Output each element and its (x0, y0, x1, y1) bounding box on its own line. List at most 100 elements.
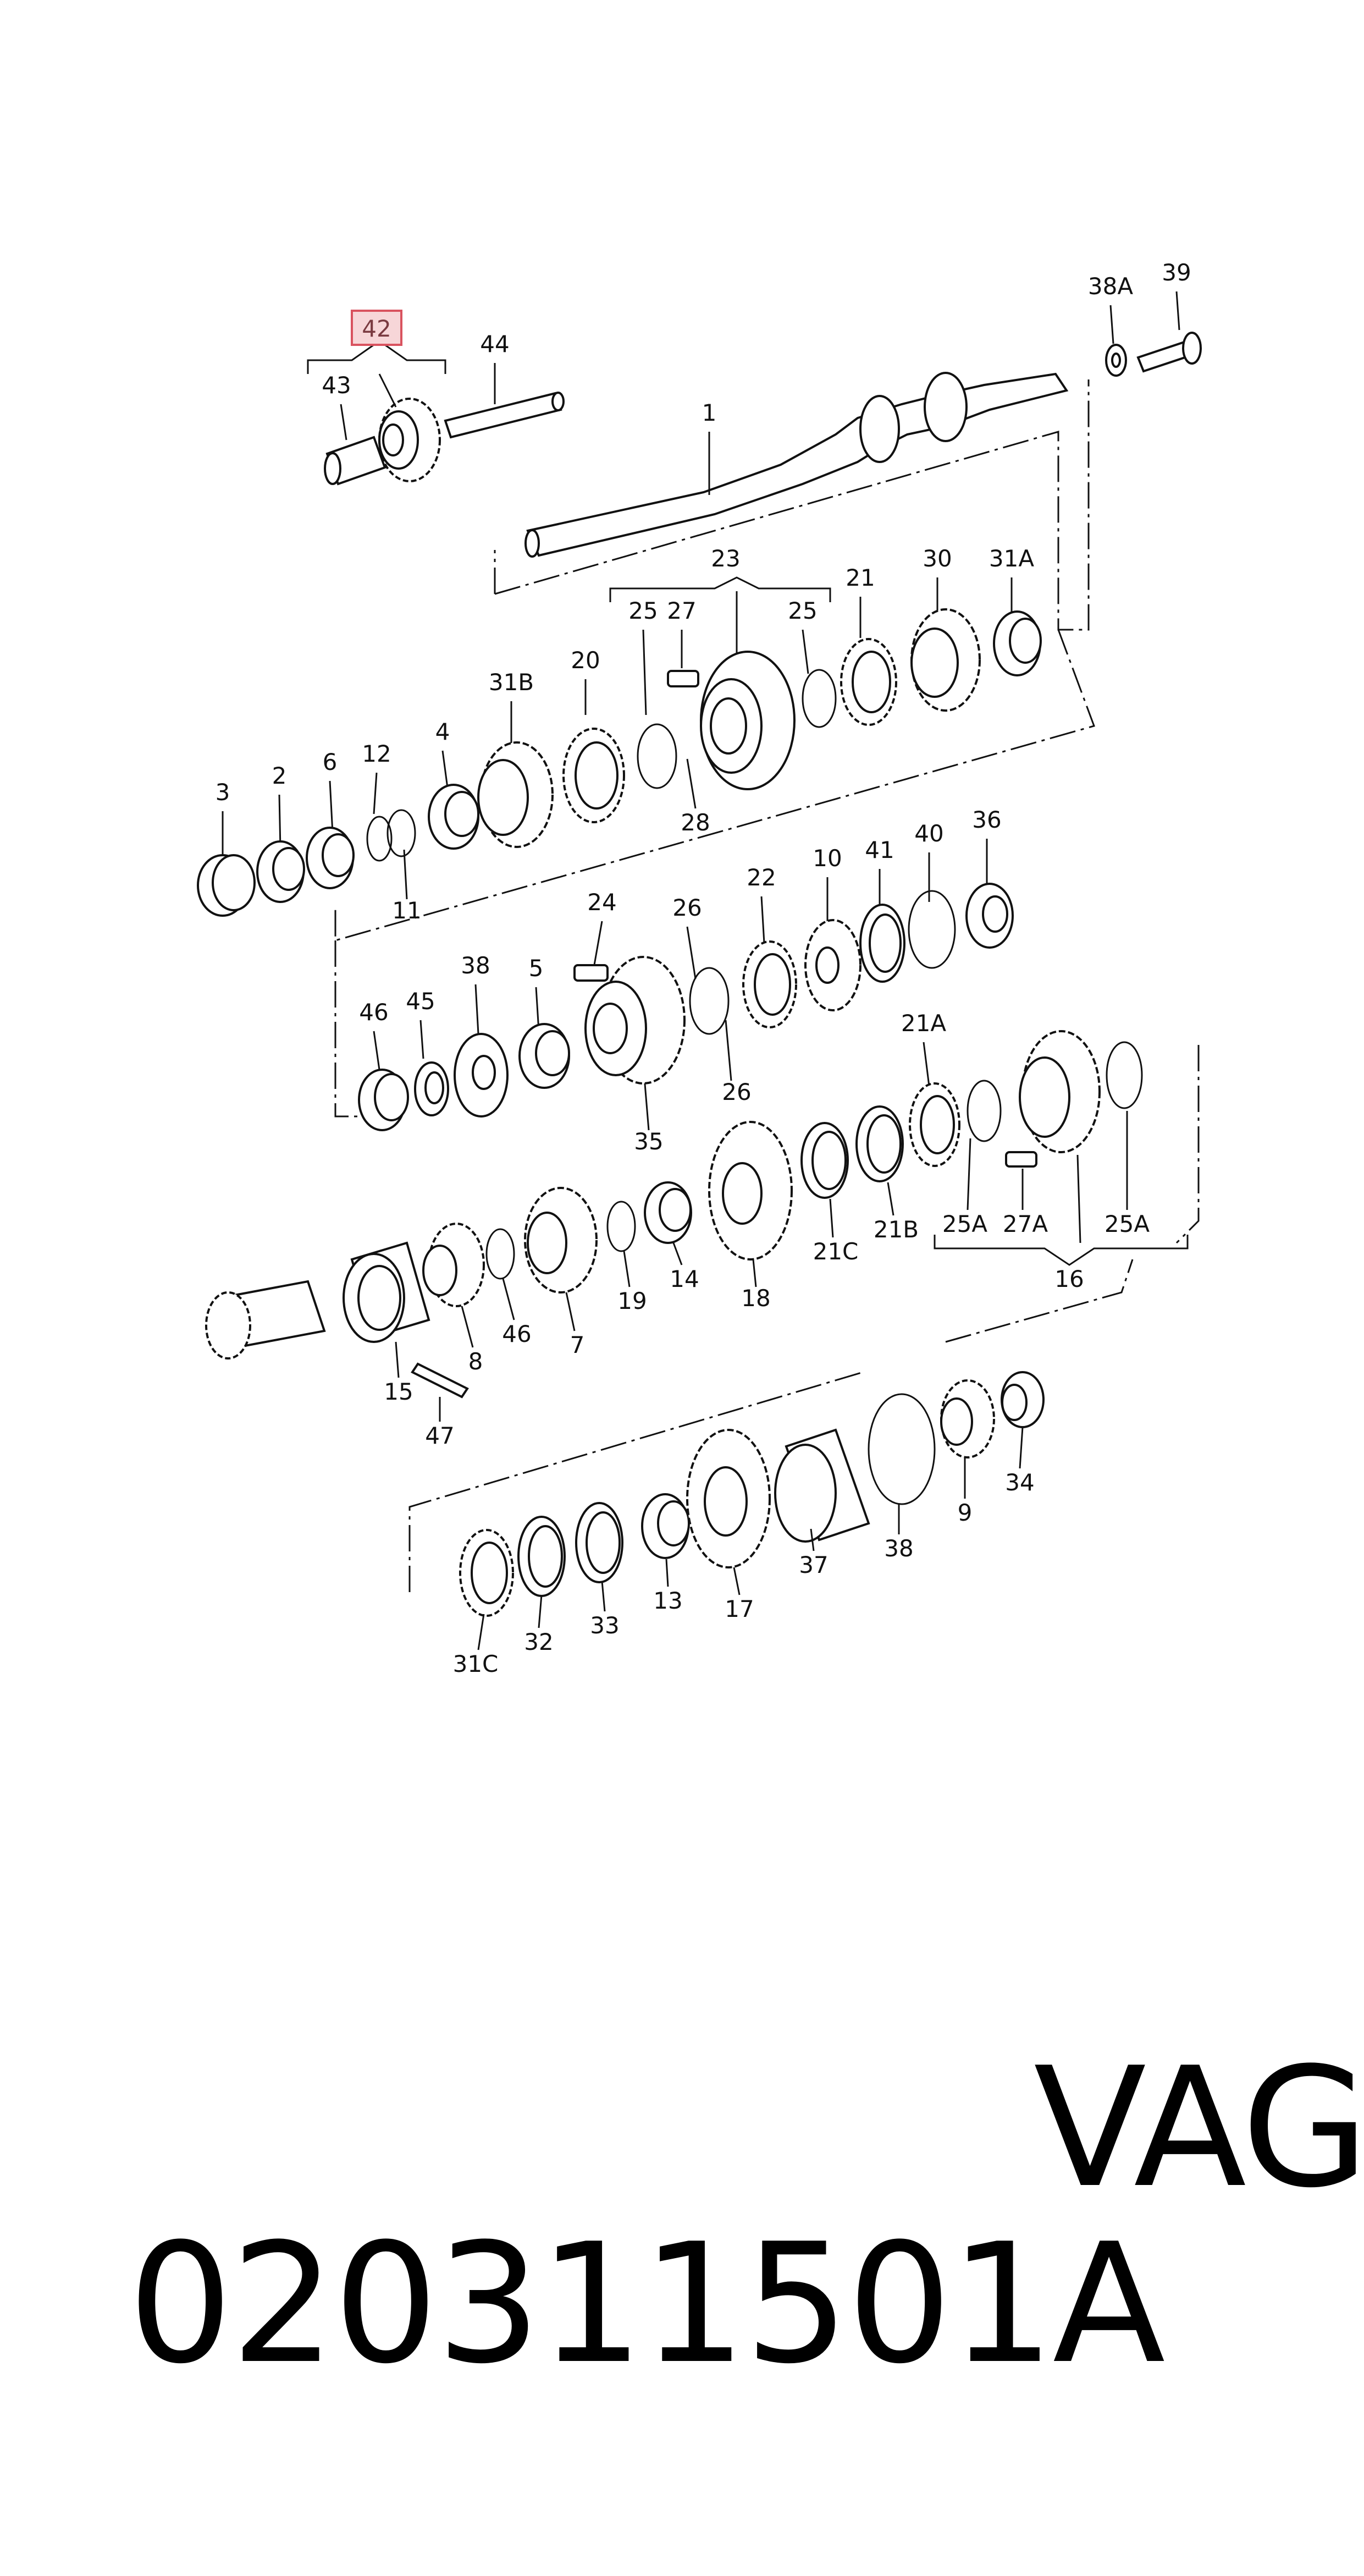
part-25A-right-circlip (1106, 1041, 1143, 1109)
label-31C: 33 (590, 1612, 619, 1639)
part-45-ring (414, 1061, 449, 1116)
label-38A: 38 (461, 952, 490, 979)
label-19: 30 (923, 545, 952, 572)
part-31B-ring (517, 1516, 566, 1597)
brand-name: VAG (1034, 2032, 1364, 2224)
part-43-sleeve (324, 436, 386, 486)
part-31A-synchro-ring (459, 1529, 514, 1617)
part-25-circlip (637, 723, 677, 789)
part-23-synchro-hub (700, 651, 796, 790)
part-7-gear (524, 1187, 598, 1293)
part-21A-synchro-ring (909, 1082, 960, 1167)
label-3: 3 (216, 779, 230, 806)
label-26-lower: 26 (722, 1078, 751, 1105)
part-29-needle-bearing (993, 610, 1042, 676)
part-36-synchro-hub (774, 1428, 870, 1543)
label-25A-left: 25A (942, 1210, 987, 1237)
label-27A: 27A (1003, 1210, 1048, 1237)
label-25-left: 25 (628, 597, 658, 624)
part-25-right-circlip (802, 669, 837, 728)
part-18-gear (708, 1121, 793, 1261)
label-41: 41 (865, 836, 894, 863)
label-21B: 21B (874, 1216, 919, 1243)
label-43: 43 (322, 372, 351, 399)
label-13: 13 (653, 1587, 682, 1614)
label-8: 8 (468, 1348, 483, 1375)
label-24: 24 (587, 889, 616, 916)
label-4: 4 (435, 718, 450, 745)
label-9: 9 (958, 1499, 973, 1526)
part-35-bolt (1136, 332, 1202, 373)
label-14: 14 (670, 1265, 699, 1292)
label-30: 31B (489, 669, 534, 696)
label-37: 34 (1005, 1469, 1034, 1496)
label-31B: 32 (524, 1628, 553, 1655)
label-23: 23 (711, 545, 740, 572)
part-21C-ring (800, 1122, 849, 1199)
label-22: 22 (747, 864, 776, 891)
label-28: 28 (681, 809, 710, 836)
label-47: 47 (425, 1422, 454, 1449)
part-number: 020311501A (128, 2208, 1166, 2400)
part-14-needle-bearing (644, 1181, 692, 1244)
label-10: 10 (813, 845, 842, 872)
label-29: 31A (989, 545, 1034, 572)
label-32: 35 (634, 1128, 663, 1155)
label-27: 27 (667, 597, 696, 624)
label-38: 38 (884, 1535, 913, 1562)
label-40: 46 (359, 999, 388, 1026)
label-7: 7 (570, 1331, 585, 1358)
part-5-needle-bearing (518, 1023, 570, 1089)
label-15: 15 (384, 1378, 413, 1405)
part-38-ring (868, 1393, 936, 1505)
part-22-synchro-ring (742, 940, 797, 1028)
part-4-needle-bearing (428, 784, 479, 850)
part-47-pin (411, 1362, 469, 1399)
part-21-upper-synchro-ring (840, 638, 897, 726)
part-37-nut (1001, 1371, 1045, 1428)
part-2-bearing-race (256, 840, 305, 903)
label-16: 16 (1054, 1265, 1084, 1292)
part-25A-circlip (967, 1080, 1002, 1142)
label-36: 37 (799, 1551, 828, 1578)
label-11: 11 (392, 897, 421, 924)
part-12-circlip (366, 816, 393, 862)
label-31A: 31C (453, 1650, 499, 1677)
part-26-circlip (689, 967, 730, 1035)
label-25-right: 25 (788, 597, 817, 624)
label-42: 42 (362, 315, 391, 342)
label-2: 2 (272, 762, 287, 789)
part-3-seal (197, 854, 256, 917)
part-10-gear (804, 919, 862, 1011)
part-34-washer (1105, 344, 1127, 377)
part-21-synchro-ring (562, 728, 625, 823)
label-21A: 21A (901, 1010, 946, 1037)
label-45: 45 (406, 988, 435, 1015)
highlight-box-42 (351, 310, 402, 346)
part-pinion-shaft (205, 1280, 326, 1359)
part-1-main-shaft (524, 372, 1069, 558)
label-6: 6 (323, 748, 338, 775)
label-20: 19 (617, 1287, 647, 1314)
part-24-key (573, 964, 609, 982)
label-39: 40 (914, 820, 943, 847)
label-18: 18 (741, 1285, 770, 1312)
label-26-upper: 26 (672, 894, 702, 921)
label-33: 36 (972, 806, 1001, 833)
label-5: 5 (529, 955, 544, 982)
label-46: 46 (502, 1320, 531, 1347)
part-11-ring (386, 809, 416, 857)
part-40-seal (358, 1069, 409, 1131)
label-44: 44 (480, 331, 509, 357)
label-21-upper: 21 (846, 564, 875, 591)
exploded-parts-diagram: 42 43 44 1 38A 39 23 (197, 259, 1202, 1677)
label-21-row2: 20 (571, 647, 600, 674)
part-32-gear (584, 956, 686, 1085)
part-46-circlip (485, 1228, 515, 1280)
part-13-needle-bearing (641, 1493, 690, 1559)
part-21B-ring (855, 1105, 904, 1182)
label-12: 12 (362, 740, 391, 767)
part-44-pin (444, 392, 565, 439)
part-15-bearing (343, 1241, 430, 1343)
label-17: 17 (725, 1595, 754, 1622)
